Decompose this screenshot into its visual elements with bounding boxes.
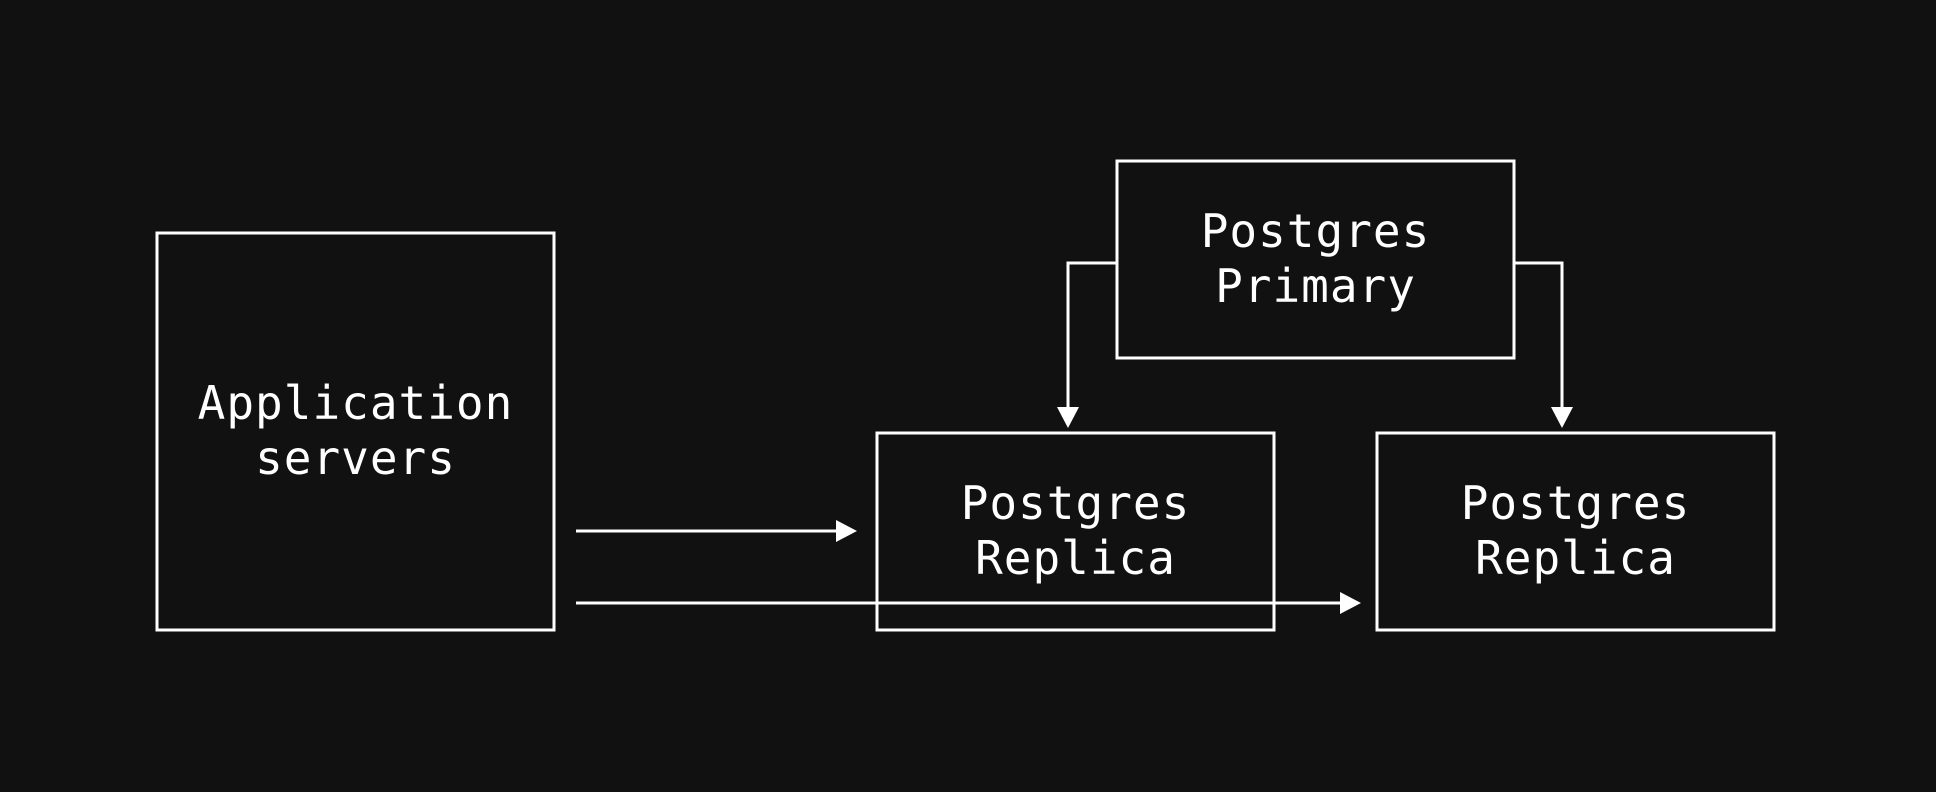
node-postgres-replica-1-label-line1: Postgres bbox=[961, 476, 1191, 530]
edge-primary-to-replica-2-line bbox=[1514, 261, 1564, 409]
node-postgres-replica-1: Postgres Replica bbox=[875, 431, 1276, 632]
node-postgres-primary-label-line2: Primary bbox=[1215, 259, 1416, 313]
edge-primary-to-replica-1 bbox=[1057, 261, 1117, 428]
node-postgres-replica-1-label-line2: Replica bbox=[975, 531, 1176, 585]
node-application-servers: Application servers bbox=[155, 231, 556, 632]
node-postgres-primary: Postgres Primary bbox=[1115, 159, 1516, 360]
arrowhead-icon bbox=[1340, 592, 1361, 614]
node-application-servers-box bbox=[155, 231, 556, 632]
edge-primary-to-replica-2 bbox=[1514, 261, 1573, 428]
arrowhead-icon bbox=[1057, 407, 1079, 428]
node-postgres-replica-2-label-line2: Replica bbox=[1475, 531, 1676, 585]
edge-app-servers-to-replica-1 bbox=[576, 520, 857, 542]
edge-app-servers-to-replica-2 bbox=[576, 592, 1361, 614]
arrowhead-icon bbox=[1551, 407, 1573, 428]
node-application-servers-label-line2: servers bbox=[255, 431, 456, 485]
node-postgres-primary-box bbox=[1115, 159, 1516, 360]
node-postgres-replica-1-box bbox=[875, 431, 1276, 632]
node-postgres-replica-2-label-line1: Postgres bbox=[1461, 476, 1691, 530]
node-application-servers-label-line1: Application bbox=[198, 376, 514, 430]
node-postgres-replica-2-box bbox=[1375, 431, 1776, 632]
node-postgres-replica-2: Postgres Replica bbox=[1375, 431, 1776, 632]
arrowhead-icon bbox=[836, 520, 857, 542]
node-postgres-primary-label-line1: Postgres bbox=[1201, 204, 1431, 258]
edge-primary-to-replica-1-line bbox=[1066, 261, 1117, 409]
